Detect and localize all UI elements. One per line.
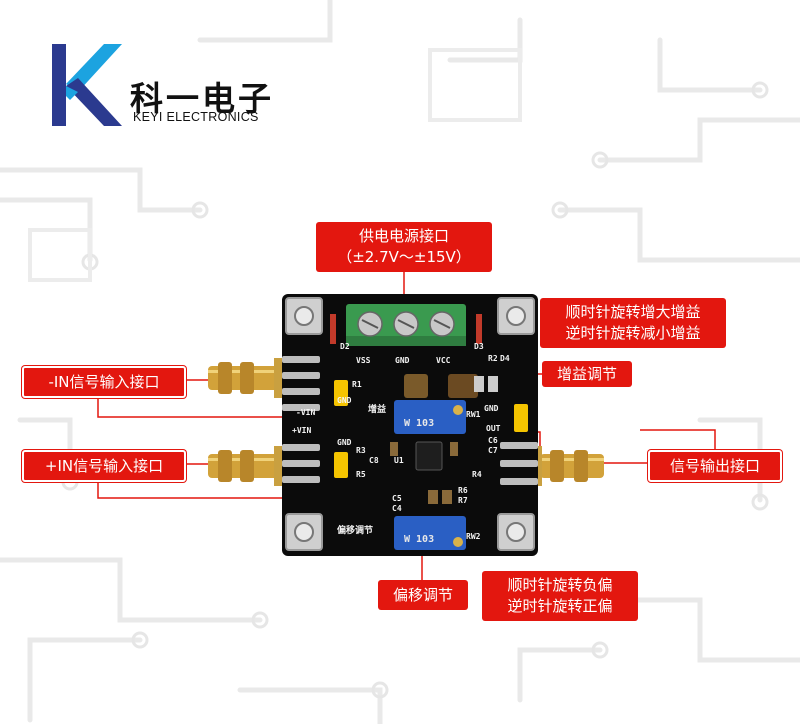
silk-u1: U1 bbox=[394, 456, 404, 465]
callout-gain-line2: 逆时针旋转减小增益 bbox=[565, 324, 701, 342]
callout-gain-adjust-label: 增益调节 bbox=[556, 364, 617, 383]
silk-r4: R4 bbox=[472, 470, 482, 479]
silk-r5: R5 bbox=[356, 470, 366, 479]
silk-c5: C5 bbox=[392, 494, 402, 503]
callout-gain-line1: 顺时针旋转增大增益 bbox=[565, 303, 701, 321]
callout-neg-input: -IN信号输入接口 bbox=[22, 366, 186, 398]
silk-gnd-right: GND bbox=[484, 404, 499, 413]
callout-power-line1: 供电电源接口 bbox=[358, 227, 449, 245]
callout-power-interface: 供电电源接口 （±2.7V～±15V） bbox=[316, 222, 492, 272]
silk-c6: C6 bbox=[488, 436, 498, 445]
potentiometer-rw1-icon bbox=[394, 400, 466, 434]
brand-name-en: KEYI ELECTRONICS bbox=[133, 110, 259, 124]
callout-offset-direction: 顺时针旋转负偏 逆时针旋转正偏 bbox=[482, 571, 638, 621]
callout-offset-adjust-label: 偏移调节 bbox=[392, 585, 453, 604]
silk-r3: R3 bbox=[356, 446, 366, 455]
callout-neg-input-label: -IN信号输入接口 bbox=[48, 372, 160, 391]
callout-pos-input-label: +IN信号输入接口 bbox=[44, 456, 164, 475]
brand-name-cn: 科一电子 bbox=[130, 79, 274, 118]
callout-gain-direction: 顺时针旋转增大增益 逆时针旋转减小增益 bbox=[540, 298, 726, 348]
sma-connector-neg-in bbox=[208, 358, 286, 398]
callout-gain-adjust: 增益调节 bbox=[542, 361, 632, 387]
silk-d2: D2 bbox=[340, 342, 350, 351]
silk-d4: D4 bbox=[500, 354, 510, 363]
silk-r2: R2 bbox=[488, 354, 498, 363]
silk-r1: R1 bbox=[352, 380, 362, 389]
silk-r6: R6 bbox=[458, 486, 468, 495]
silk-rw1: RW1 bbox=[466, 410, 481, 419]
pot2-code: W 103 bbox=[404, 534, 435, 545]
silk-vcc: VCC bbox=[436, 356, 451, 365]
silk-gnd-left-2: GND bbox=[337, 438, 352, 447]
silk-offset: 偏移调节 bbox=[337, 526, 374, 536]
silk-c7: C7 bbox=[488, 446, 498, 455]
silk-c4: C4 bbox=[392, 504, 402, 513]
silk-gain: 增益 bbox=[368, 405, 387, 415]
callout-offset-adjust: 偏移调节 bbox=[378, 580, 468, 610]
silk-vss: VSS bbox=[356, 356, 371, 365]
callout-offset-line1: 顺时针旋转负偏 bbox=[507, 576, 613, 594]
sma-connector-pos-in bbox=[208, 446, 286, 486]
silk-c8: C8 bbox=[369, 456, 379, 465]
callout-offset-line2: 逆时针旋转正偏 bbox=[507, 597, 613, 615]
silk-r7: R7 bbox=[458, 496, 468, 505]
silk-d3: D3 bbox=[474, 342, 484, 351]
silk-plus-vin: +VIN bbox=[292, 426, 312, 435]
silk-gnd-left-1: GND bbox=[337, 396, 352, 405]
silk-gnd-top: GND bbox=[395, 356, 410, 365]
callout-pos-input: +IN信号输入接口 bbox=[22, 450, 186, 482]
keyi-k-logo-icon bbox=[52, 44, 122, 126]
callout-signal-output-label: 信号输出接口 bbox=[669, 456, 760, 475]
pot1-code: W 103 bbox=[404, 418, 435, 429]
silk-minus-vin: -VIN bbox=[296, 408, 316, 417]
sma-connector-out bbox=[530, 446, 604, 486]
pcb-module-photo bbox=[208, 294, 604, 556]
silk-out: OUT bbox=[486, 424, 501, 433]
silk-rw2: RW2 bbox=[466, 532, 481, 541]
callout-power-line2: （±2.7V～±15V） bbox=[337, 248, 471, 266]
potentiometer-rw2-icon bbox=[394, 516, 466, 550]
callout-signal-output: 信号输出接口 bbox=[648, 450, 782, 482]
